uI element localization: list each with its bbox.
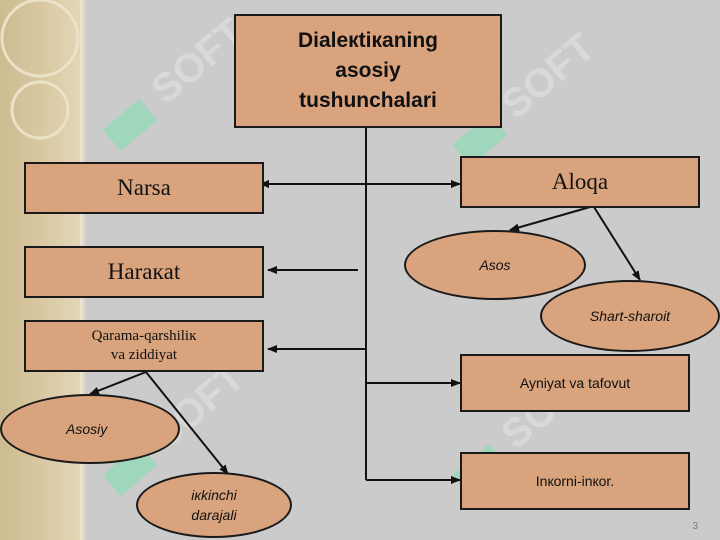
node-asosiy: Asosiy bbox=[0, 394, 180, 464]
node-ayniyat-label: Ayniyat va tafovut bbox=[519, 375, 631, 391]
connector-qarama-ikkinchi bbox=[145, 371, 229, 475]
node-asos: Asos bbox=[404, 230, 586, 300]
node-ikkinchi: iкkinchi darajali bbox=[136, 472, 292, 538]
connector-lines bbox=[89, 128, 641, 484]
decorative-circles bbox=[0, 0, 80, 140]
connector-aloqa-asos bbox=[509, 206, 591, 232]
node-ikkinchi-label: iкkinchi darajali bbox=[191, 487, 237, 523]
node-asosiy-label: Asosiy bbox=[66, 421, 108, 437]
node-aloqa: Aloqa bbox=[460, 156, 700, 208]
node-inkor: Inкorni-inкor. bbox=[460, 452, 690, 510]
node-narsa: Narsa bbox=[24, 162, 264, 214]
node-ayniyat: Ayniyat va tafovut bbox=[460, 354, 690, 412]
watermark-text-2: SOFT bbox=[493, 25, 603, 127]
node-asos-label: Asos bbox=[479, 257, 511, 273]
node-shart: Shart-sharoit bbox=[540, 280, 720, 352]
node-narsa-label: Narsa bbox=[117, 175, 171, 200]
node-aloqa-label: Aloqa bbox=[551, 169, 609, 194]
node-shart-label: Shart-sharoit bbox=[589, 308, 671, 324]
node-harakat: Haraкat bbox=[24, 246, 264, 298]
title-box: Dialeкtiкaning asosiy tushunchalari bbox=[234, 14, 502, 128]
decorative-circle-1 bbox=[0, 0, 80, 78]
node-harakat-label: Haraкat bbox=[107, 259, 181, 284]
connector-aloqa-shart bbox=[593, 206, 641, 281]
node-qarama-label: Qarama-qarshiliк va ziddiyat bbox=[91, 328, 197, 363]
node-inkor-label: Inкorni-inкor. bbox=[535, 473, 615, 489]
decorative-circle-2 bbox=[10, 80, 70, 140]
connector-qarama-asosiy bbox=[89, 371, 147, 395]
watermark-logo-1: SOFT bbox=[102, 10, 253, 152]
diagram-title: Dialeкtiкaning asosiy tushunchalari bbox=[297, 29, 439, 112]
page-number: 3 bbox=[692, 521, 698, 532]
node-qarama: Qarama-qarshiliк va ziddiyat bbox=[24, 320, 264, 372]
